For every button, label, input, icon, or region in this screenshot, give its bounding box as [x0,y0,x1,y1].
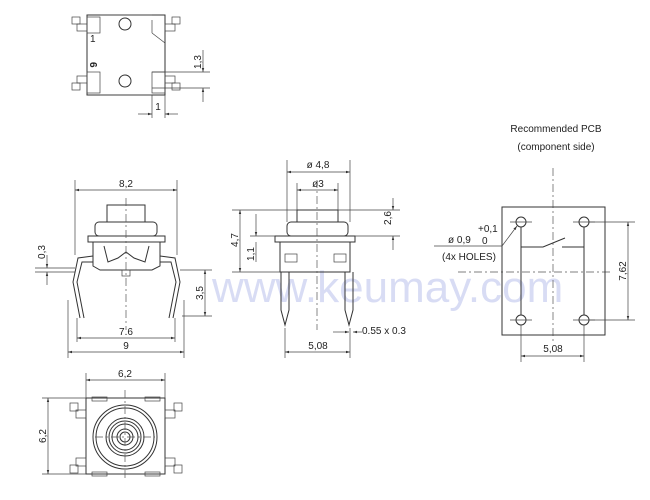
pin-mark-6: 6 [87,62,98,68]
pcb-layout: Recommended PCB (component side) ø 0,9 +… [434,124,635,362]
dim-1: 1 [155,102,161,113]
dim-height-6-2: 6,2 [38,429,49,443]
front-view: ø 4,8 ø3 4,7 1,1 2,6 0.55 x 0.3 5,08 [230,160,406,358]
dim-9: 9 [123,341,129,352]
side-view: 8,2 0,3 3,5 7.6 9 [35,179,212,358]
dim-5-08: 5,08 [308,341,328,352]
hole-tolerance-plus: +0,1 [478,224,498,235]
dim-0-3: 0,3 [37,245,48,259]
top-view: 1 6 1,3 1 [71,14,210,118]
dim-1-1: 1,1 [246,247,257,261]
pcb-subtitle: (component side) [517,142,594,153]
dim-dia-3: ø3 [312,179,324,190]
dim-pin-size: 0.55 x 0.3 [362,326,406,337]
dim-7-6: 7.6 [119,327,133,338]
hole-count: (4x HOLES) [442,252,496,263]
dim-3-5: 3,5 [195,286,206,300]
dim-dia-4-8: ø 4,8 [307,160,330,171]
dim-2-6: 2,6 [383,211,394,225]
hole-diameter: ø 0,9 [448,235,471,246]
dim-width-6-2: 6,2 [118,369,132,380]
pin-mark-1: 1 [90,34,96,45]
dim-4-7: 4,7 [230,233,241,247]
dim-7-62: 7,62 [618,261,629,281]
watermark: www.keumay.com [211,263,563,312]
dim-pcb-5-08: 5,08 [543,344,563,355]
dim-1-3: 1,3 [193,55,204,69]
bottom-view: 6,2 6,2 [38,369,183,480]
pcb-title: Recommended PCB [510,124,601,135]
dim-8-2: 8,2 [119,179,133,190]
hole-tolerance-minus: 0 [482,236,488,247]
